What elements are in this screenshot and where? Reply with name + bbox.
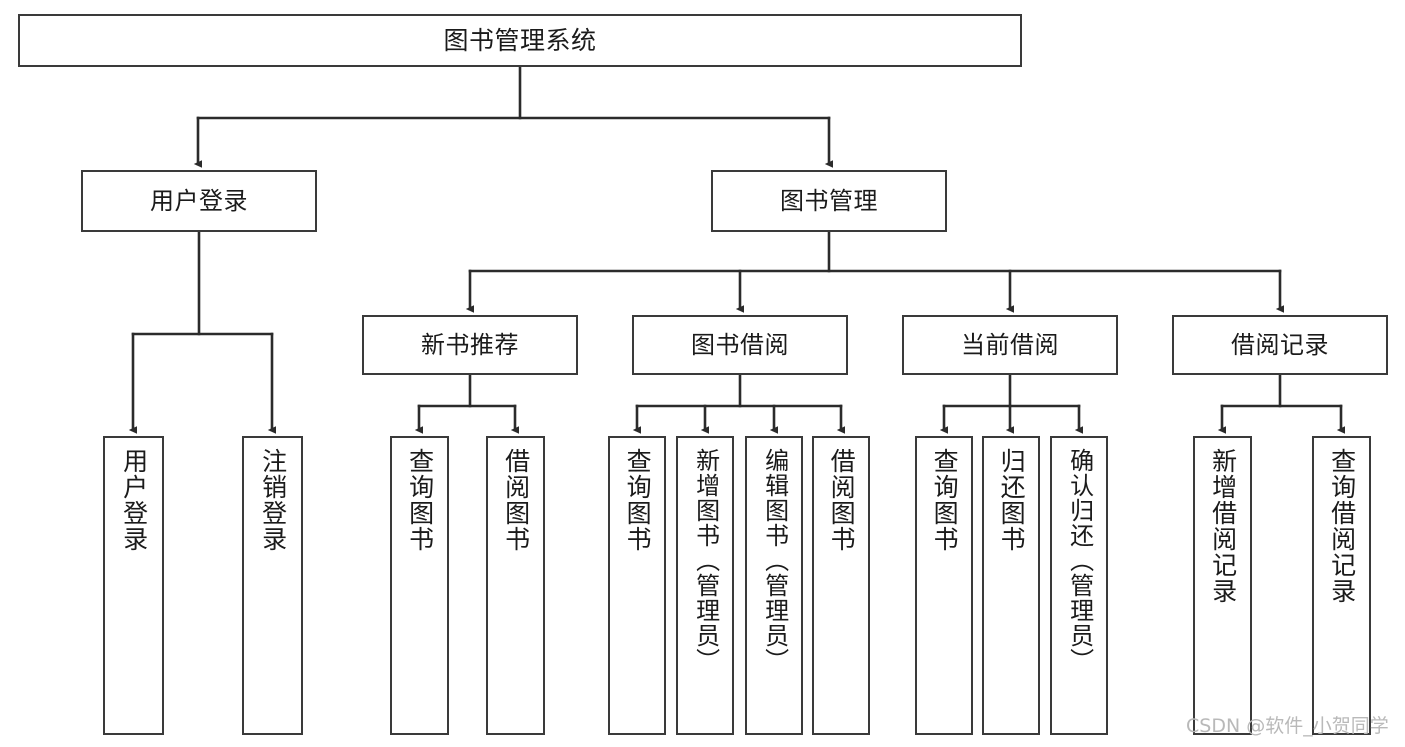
node-current-borrow[interactable]: 当前借阅 [902, 315, 1118, 375]
node-leaf-add-borrow-record[interactable]: 新增借阅记录 [1193, 436, 1252, 735]
node-label: 借阅记录 [1231, 330, 1329, 359]
node-root-system[interactable]: 图书管理系统 [18, 14, 1022, 67]
node-label: 归还图书 [997, 448, 1027, 552]
node-leaf-confirm-return-admin[interactable]: 确认归还（管理员） [1050, 436, 1108, 735]
node-leaf-user-login[interactable]: 用户登录 [103, 436, 164, 735]
node-label: 图书管理 [780, 186, 878, 215]
node-user-login[interactable]: 用户登录 [81, 170, 317, 232]
node-leaf-edit-book-admin[interactable]: 编辑图书（管理员） [745, 436, 803, 735]
node-label: 编辑图书（管理员） [760, 448, 789, 673]
node-label: 查询图书 [930, 448, 960, 552]
node-label: 用户登录 [119, 448, 149, 552]
node-leaf-return-book[interactable]: 归还图书 [982, 436, 1040, 735]
node-label: 当前借阅 [961, 330, 1059, 359]
node-label: 确认归还（管理员） [1065, 448, 1094, 673]
node-leaf-query-book-borrow[interactable]: 查询图书 [608, 436, 666, 735]
node-leaf-add-book-admin[interactable]: 新增图书（管理员） [676, 436, 734, 735]
node-label: 新增图书（管理员） [691, 448, 720, 673]
node-label: 注销登录 [258, 448, 288, 552]
node-leaf-borrow-book-recommend[interactable]: 借阅图书 [486, 436, 545, 735]
node-label: 新书推荐 [421, 330, 519, 359]
node-label: 图书管理系统 [443, 25, 597, 55]
csdn-watermark: CSDN @软件_小贺同学 [1186, 715, 1389, 737]
node-new-book-recommend[interactable]: 新书推荐 [362, 315, 578, 375]
node-label: 借阅图书 [827, 448, 857, 552]
node-label: 查询借阅记录 [1327, 448, 1357, 604]
node-label: 借阅图书 [501, 448, 531, 552]
node-leaf-query-borrow-record[interactable]: 查询借阅记录 [1312, 436, 1371, 735]
node-borrow-record[interactable]: 借阅记录 [1172, 315, 1388, 375]
node-book-management[interactable]: 图书管理 [711, 170, 947, 232]
node-label: 图书借阅 [691, 330, 789, 359]
node-label: 查询图书 [623, 448, 653, 552]
node-label: 用户登录 [150, 186, 248, 215]
node-leaf-logout[interactable]: 注销登录 [242, 436, 303, 735]
node-book-borrow[interactable]: 图书借阅 [632, 315, 848, 375]
node-leaf-borrow-book[interactable]: 借阅图书 [812, 436, 870, 735]
node-leaf-query-book-recommend[interactable]: 查询图书 [390, 436, 449, 735]
node-leaf-query-book-current[interactable]: 查询图书 [915, 436, 973, 735]
node-label: 查询图书 [405, 448, 435, 552]
node-label: 新增借阅记录 [1208, 448, 1238, 604]
